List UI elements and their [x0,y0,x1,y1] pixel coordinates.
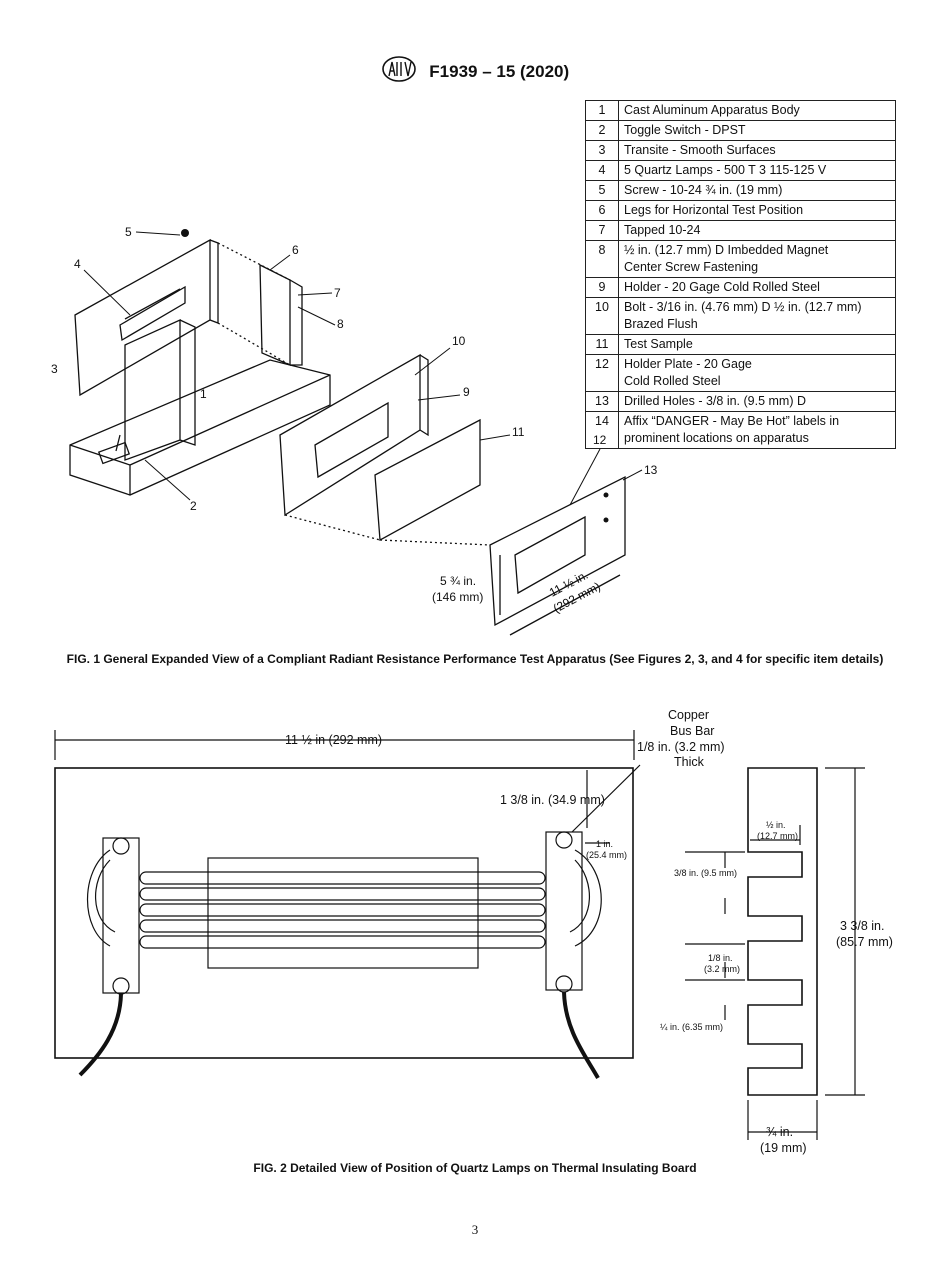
legend-row: 10 Bolt - 3/16 in. (4.76 mm) D ½ in. (12.… [585,297,896,335]
legend-description: Screw - 10-24 ¾ in. (19 mm) [618,180,896,201]
standard-designation: F1939 – 15 (2020) [429,61,570,81]
callout-4: 4 [74,257,81,271]
legend-description-line: Transite - Smooth Surfaces [624,143,776,157]
callout-2: 2 [190,499,197,513]
callout-11: 11 [512,425,525,439]
gap-label: 3/8 in. (9.5 mm) [674,868,737,878]
figure-2-lamp-position: 11 ½ in (292 mm) Copper Bus Bar 1/8 in. … [54,708,893,1155]
page-header: F1939 – 15 (2020) [0,56,950,87]
legend-description-line: Holder - 20 Gage Cold Rolled Steel [624,280,820,294]
legend-number: 3 [585,140,619,161]
figure-2-caption: FIG. 2 Detailed View of Position of Quar… [253,1161,697,1175]
legend-row: 1 Cast Aluminum Apparatus Body [585,100,896,121]
legend-description-line: Cold Rolled Steel [624,374,721,388]
legend-number: 8 [585,240,619,278]
legend-description: Bolt - 3/16 in. (4.76 mm) D ½ in. (12.7 … [618,297,896,335]
legend-description-line: 5 Quartz Lamps - 500 T 3 115-125 V [624,163,827,177]
bar-height-label-1: 3 3/8 in. [840,919,884,933]
callout-3: 3 [51,362,58,376]
legend-description: Cast Aluminum Apparatus Body [618,100,896,121]
legend-description-line: Test Sample [624,337,693,351]
legend-number: 5 [585,180,619,201]
callout-6: 6 [292,243,299,257]
fig1-height-dim-2: (146 mm) [432,590,483,604]
board-width-label: 11 ½ in (292 mm) [285,733,382,747]
legend-description: 5 Quartz Lamps - 500 T 3 115-125 V [618,160,896,181]
legend-number: 10 [585,297,619,335]
offset-label-1: 1 in. [596,839,613,849]
bar-width-label-1: ¾ in. [766,1125,793,1139]
slot-depth-label-1: ½ in. [766,820,786,830]
callout-12: 12 [593,433,607,447]
page-number: 3 [471,1222,479,1237]
fig1-height-dim-1: 5 ¾ in. [440,574,476,588]
slot-label-2: (3.2 mm) [704,964,740,974]
busbar-label-4: Thick [674,755,705,769]
slot-label-1: 1/8 in. [708,953,733,963]
legend-number: 14 [585,411,619,449]
busbar-label-1: Copper [668,708,709,722]
legend-number: 4 [585,160,619,181]
legend-row: 5 Screw - 10-24 ¾ in. (19 mm) [585,180,896,201]
legend-description-line: Affix “DANGER - May Be Hot” labels in [624,414,840,428]
busbar-label-3: 1/8 in. (3.2 mm) [637,740,725,754]
bottom-gap-label: ¼ in. (6.35 mm) [660,1022,723,1032]
legend-description-line: prominent locations on apparatus [624,431,809,445]
top-margin-label: 1 3/8 in. (34.9 mm) [500,793,605,807]
legend-description-line: Cast Aluminum Apparatus Body [624,103,800,117]
legend-description-line: Tapped 10-24 [624,223,701,237]
legend-description: Legs for Horizontal Test Position [618,200,896,221]
legend-description-line: Bolt - 3/16 in. (4.76 mm) D ½ in. (12.7 … [624,300,862,314]
legend-description: Affix “DANGER - May Be Hot” labels in pro… [618,411,896,449]
legend-description-line: Toggle Switch - DPST [624,123,746,137]
slot-depth-label-2: (12.7 mm) [757,831,798,841]
legend-description-line: Drilled Holes - 3/8 in. (9.5 mm) D [624,394,806,408]
callout-10: 10 [452,334,466,348]
legend-number: 1 [585,100,619,121]
callout-13: 13 [644,463,658,477]
figure-1-caption: FIG. 1 General Expanded View of a Compli… [66,652,884,666]
legend-number: 12 [585,354,619,392]
legend-row: 3 Transite - Smooth Surfaces [585,140,896,161]
legend-description-line: Legs for Horizontal Test Position [624,203,804,217]
figure-1-exploded-view: 5 4 3 6 7 8 1 10 9 11 2 12 13 5 ¾ in. (1… [51,225,658,636]
legend-number: 2 [585,120,619,141]
callout-5: 5 [125,225,132,239]
legend-description-line: Holder Plate - 20 Gage [624,357,752,371]
parts-legend-table: 1 Cast Aluminum Apparatus Body 2 Toggle Swi… [585,100,896,449]
offset-label-2: (25.4 mm) [586,850,627,860]
astm-logo-icon [381,56,417,87]
legend-description-line: ½ in. (12.7 mm) D Imbedded Magnet [624,243,829,257]
legend-description: Transite - Smooth Surfaces [618,140,896,161]
legend-description-line: Screw - 10-24 ¾ in. (19 mm) [624,183,783,197]
legend-description: Drilled Holes - 3/8 in. (9.5 mm) D [618,391,896,412]
legend-row: 14 Affix “DANGER - May Be Hot” labels in p… [585,411,896,449]
legend-description: Test Sample [618,334,896,355]
legend-description: Toggle Switch - DPST [618,120,896,141]
legend-row: 4 5 Quartz Lamps - 500 T 3 115-125 V [585,160,896,181]
callout-8: 8 [337,317,344,331]
bar-width-label-2: (19 mm) [760,1141,807,1155]
legend-description-line: Center Screw Fastening [624,260,759,274]
quartz-lamps [139,871,546,949]
legend-row: 2 Toggle Switch - DPST [585,120,896,141]
callout-9: 9 [463,385,470,399]
callout-7: 7 [334,286,341,300]
bar-height-label-2: (85.7 mm) [836,935,893,949]
legend-description-line: Brazed Flush [624,317,698,331]
callout-1: 1 [200,387,207,401]
busbar-label-2: Bus Bar [670,724,714,738]
